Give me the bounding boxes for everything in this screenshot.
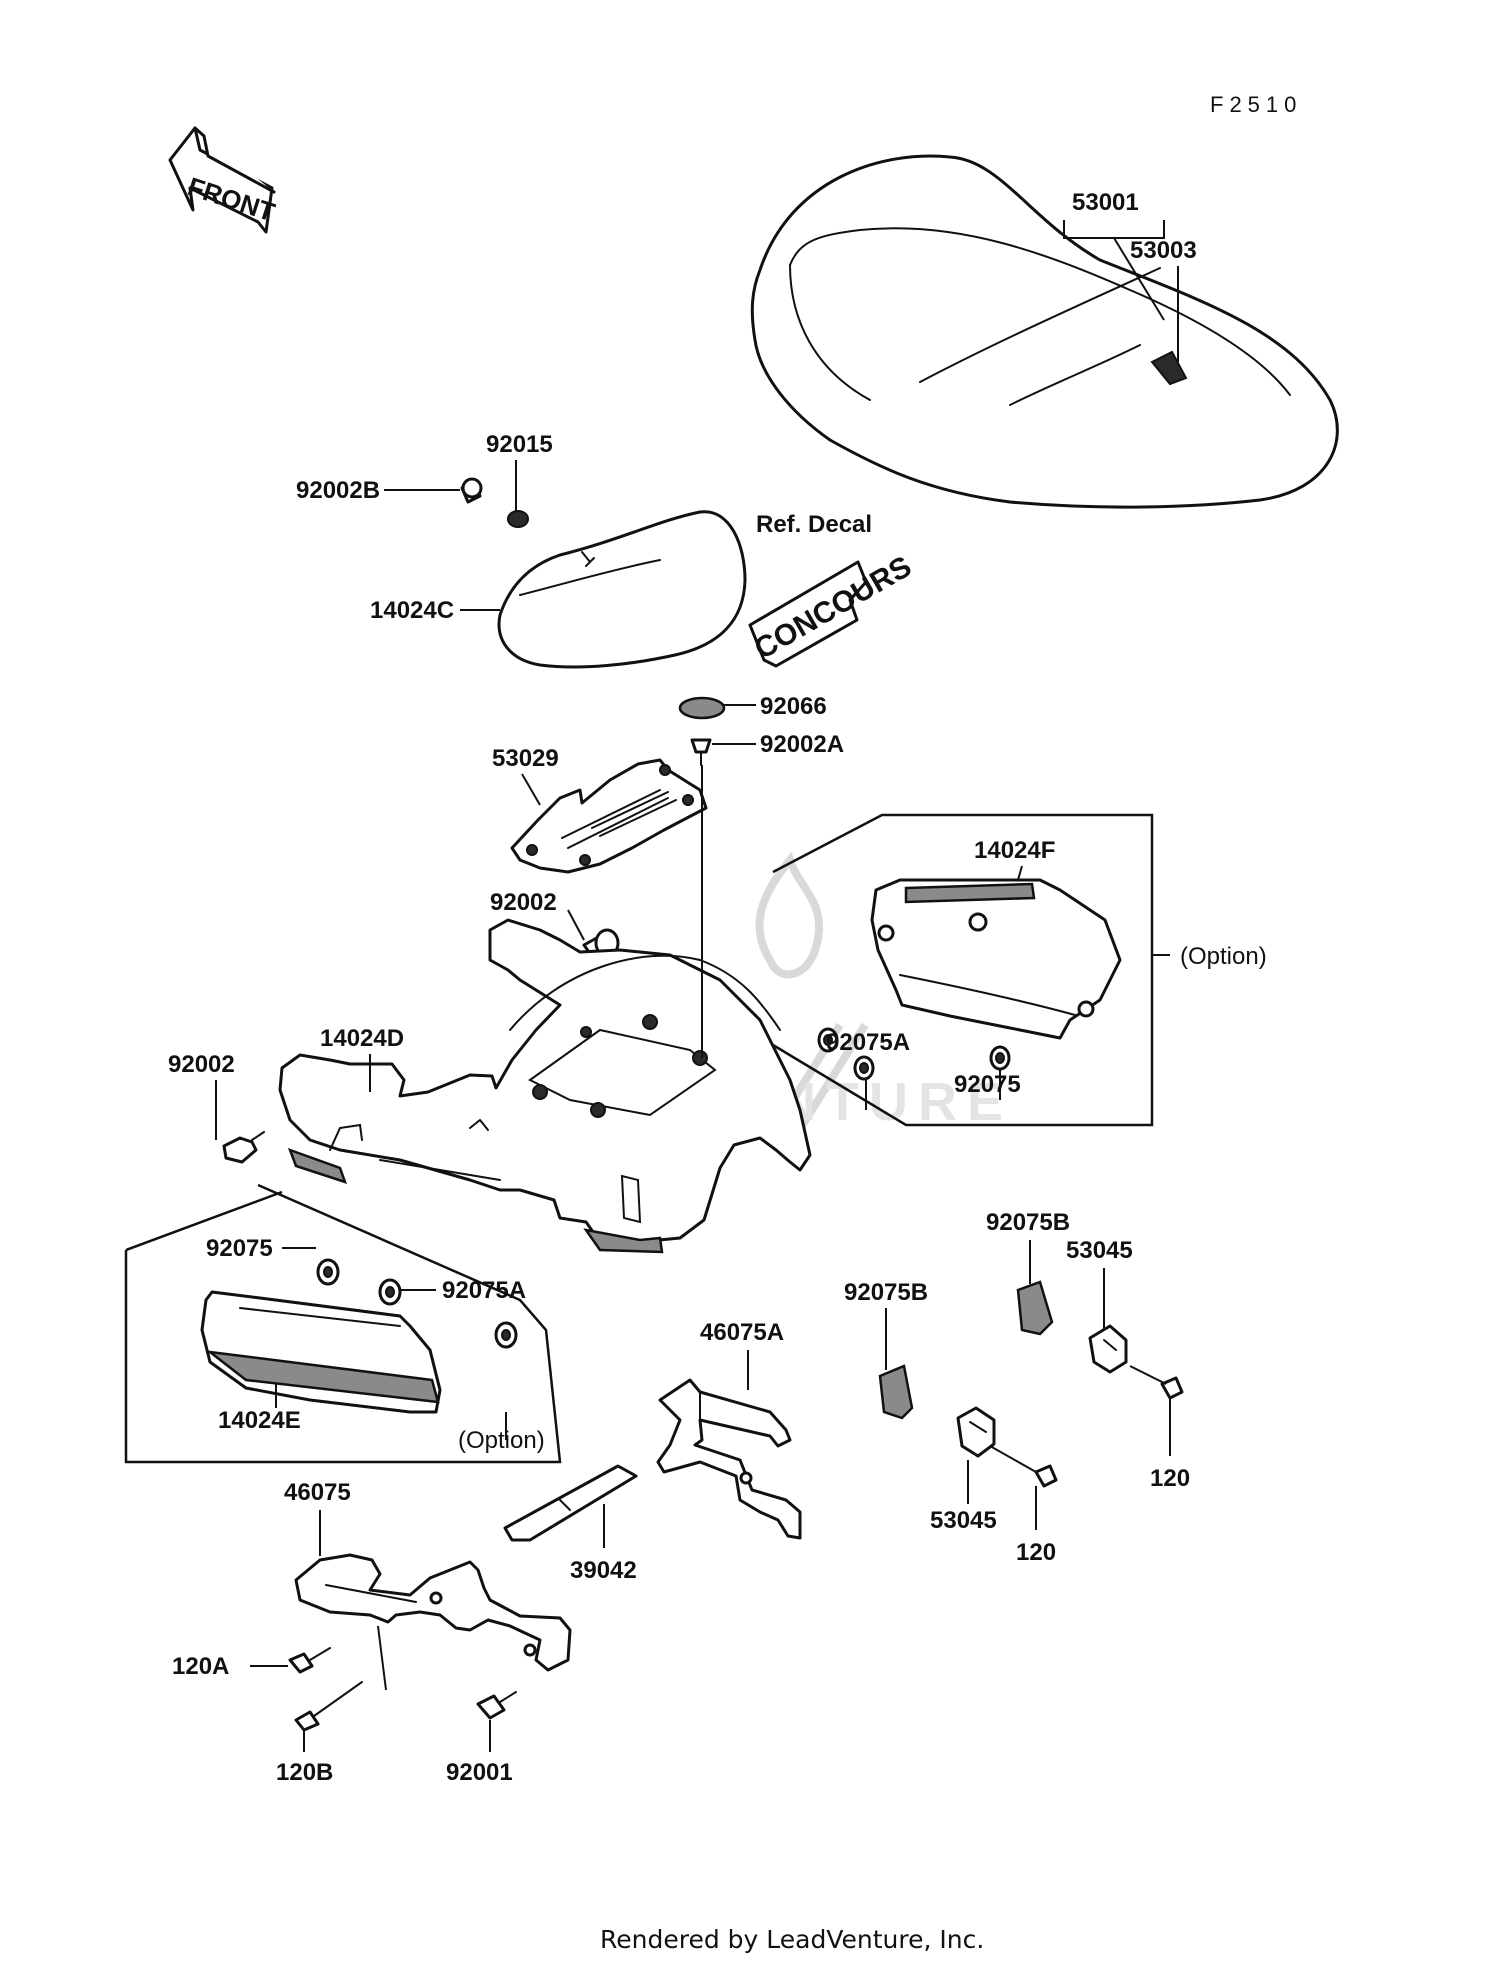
label-ref-decal: Ref. Decal [756, 511, 872, 538]
screw-120-lower-icon [1034, 1464, 1058, 1488]
label-92075A-right: 92075A [826, 1029, 910, 1056]
lid-14024E [200, 1290, 442, 1414]
screw-92002B-icon [460, 477, 483, 504]
front-arrow-icon: FRONT [168, 126, 279, 234]
footer-credit: Rendered by LeadVenture, Inc. [600, 1925, 984, 1954]
damper-92075B-upper-icon [1016, 1280, 1054, 1336]
screw-92002-left-icon [222, 1131, 265, 1164]
label-14024D: 14024D [320, 1025, 404, 1052]
grommets-right-icon [817, 1027, 1011, 1081]
label-92075-left: 92075 [206, 1235, 273, 1262]
label-92075B-lower: 92075B [844, 1279, 928, 1306]
label-92066: 92066 [760, 693, 827, 720]
screw-120-upper-icon [1160, 1376, 1184, 1400]
bolt-92001-icon [476, 1691, 517, 1720]
label-92075B-upper: 92075B [986, 1209, 1070, 1236]
label-92002-left: 92002 [168, 1051, 235, 1078]
seat-53001 [750, 154, 1339, 509]
label-120B: 120B [276, 1759, 333, 1786]
option-frame-left [124, 1183, 562, 1464]
decal-concours: CONCOURS [748, 550, 917, 668]
label-14024C: 14024C [370, 597, 454, 624]
option-frame-right [772, 813, 1154, 1127]
grommet-92015-icon [507, 510, 529, 528]
leader-lines [215, 220, 1179, 1752]
label-92001: 92001 [446, 1759, 513, 1786]
seat-cover-14024C [497, 510, 747, 669]
cap-92066-icon [678, 696, 726, 720]
label-92002-top: 92002 [490, 889, 557, 916]
label-92075-right: 92075 [954, 1071, 1021, 1098]
label-120-lower: 120 [1016, 1539, 1056, 1566]
grommets-left-icon [316, 1258, 518, 1349]
label-46075: 46075 [284, 1479, 351, 1506]
label-option-left: (Option) [458, 1427, 545, 1454]
lid-14024F [870, 878, 1122, 1040]
label-14024E: 14024E [218, 1407, 301, 1434]
label-53001: 53001 [1072, 189, 1139, 216]
label-46075A: 46075A [700, 1319, 784, 1346]
label-92015: 92015 [486, 431, 553, 458]
label-39042: 39042 [570, 1557, 637, 1584]
diagram-code: F2510 [1210, 92, 1302, 117]
decal-brand: CONCOURS [749, 550, 917, 666]
label-92002B: 92002B [296, 477, 380, 504]
bracket-46075A [656, 1378, 802, 1540]
latch-53045-lower-icon [956, 1406, 996, 1458]
label-120-upper: 120 [1150, 1465, 1190, 1492]
screw-92002A-icon [690, 738, 712, 766]
rod-39042 [503, 1464, 638, 1542]
label-120A: 120A [172, 1653, 229, 1680]
bolt-120B-icon [294, 1681, 363, 1732]
bolt-120A-icon [288, 1647, 331, 1674]
latch-53045-upper-icon [1088, 1324, 1128, 1374]
damper-92075B-lower-icon [878, 1364, 914, 1420]
carrier-plate-53029 [510, 758, 708, 874]
fender-14024D [278, 918, 812, 1254]
label-53003: 53003 [1130, 237, 1197, 264]
label-92002A: 92002A [760, 731, 844, 758]
label-92075A-left: 92075A [442, 1277, 526, 1304]
label-53045-upper: 53045 [1066, 1237, 1133, 1264]
bracket-46075 [294, 1553, 572, 1672]
label-53045-lower: 53045 [930, 1507, 997, 1534]
part-labels: 53001 53003 92015 92002B 14024C Ref. Dec… [168, 189, 1267, 1786]
label-53029: 53029 [492, 745, 559, 772]
label-14024F: 14024F [974, 837, 1055, 864]
label-option-right: (Option) [1180, 943, 1267, 970]
